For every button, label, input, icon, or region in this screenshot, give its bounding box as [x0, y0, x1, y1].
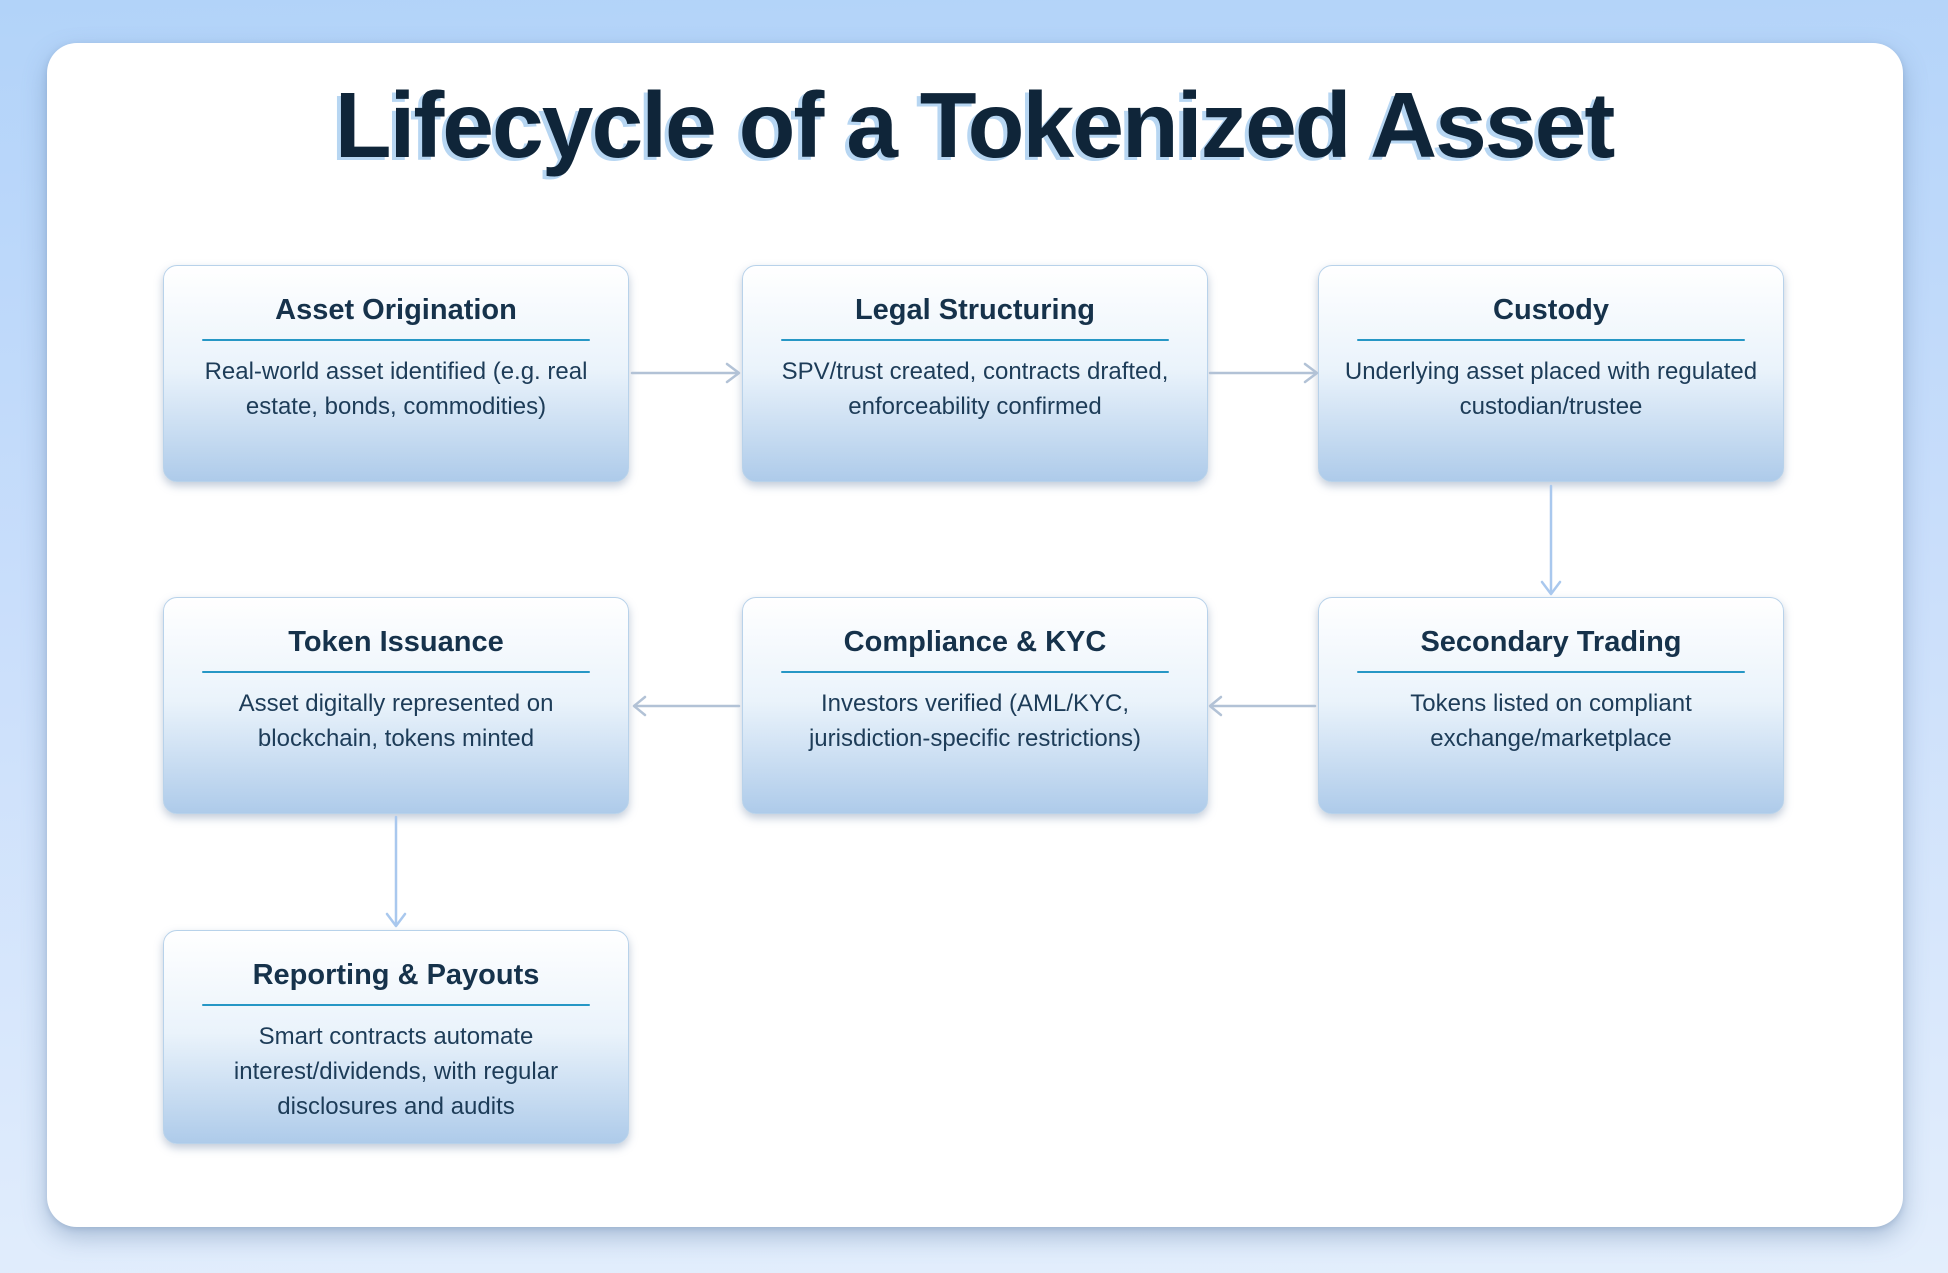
node-description: Real-world asset identified (e.g. real e…: [204, 357, 588, 420]
node-compliance-kyc: Compliance & KYC Investors verified (AML…: [742, 597, 1208, 814]
node-title: Custody: [1493, 294, 1609, 326]
node-custody: Custody Underlying asset placed with reg…: [1318, 265, 1784, 482]
node-description: Smart contracts automate interest/divide…: [233, 1022, 559, 1120]
node-divider: [781, 338, 1169, 341]
page-title: Lifecycle of a Tokenized Asset: [334, 73, 1616, 177]
node-description: Asset digitally represented on blockchai…: [238, 689, 554, 752]
node-divider: [202, 338, 590, 341]
node-description: Underlying asset placed with regulated c…: [1344, 357, 1758, 420]
node-divider: [781, 670, 1169, 673]
node-description: Investors verified (AML/KYC, jurisdictio…: [808, 689, 1142, 752]
node-title: Reporting & Payouts: [252, 959, 540, 991]
node-divider: [202, 670, 590, 673]
node-title: Compliance & KYC: [843, 626, 1107, 658]
node-title: Asset Origination: [275, 294, 517, 326]
node-asset-origination: Asset Origination Real-world asset ident…: [163, 265, 629, 482]
node-description: Tokens listed on compliant exchange/mark…: [1410, 689, 1692, 752]
node-title: Token Issuance: [288, 626, 504, 658]
node-reporting-payouts: Reporting & Payouts Smart contracts auto…: [163, 930, 629, 1144]
node-description: SPV/trust created, contracts drafted, en…: [781, 357, 1169, 420]
node-title: Secondary Trading: [1420, 626, 1682, 658]
node-divider: [1357, 670, 1745, 673]
node-secondary-trading: Secondary Trading Tokens listed on compl…: [1318, 597, 1784, 814]
node-divider: [1357, 338, 1745, 341]
node-divider: [202, 1003, 590, 1006]
node-legal-structuring: Legal Structuring SPV/trust created, con…: [742, 265, 1208, 482]
node-token-issuance: Token Issuance Asset digitally represent…: [163, 597, 629, 814]
node-title: Legal Structuring: [854, 294, 1096, 326]
